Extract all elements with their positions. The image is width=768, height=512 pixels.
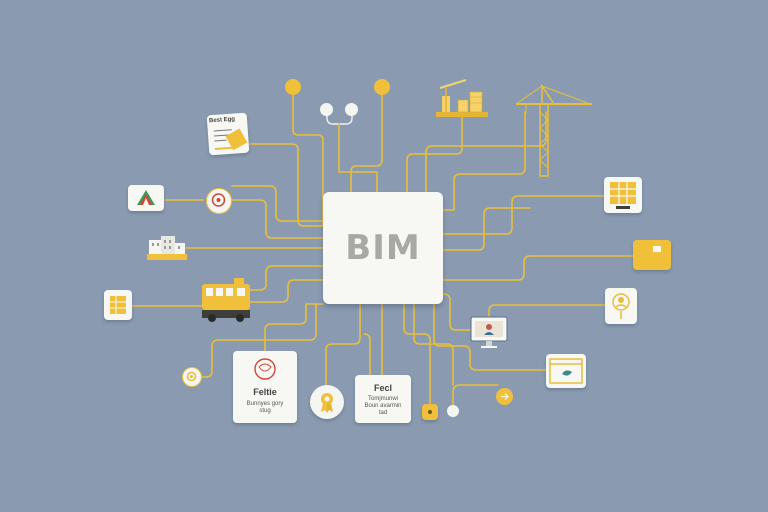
top-dot-left[interactable] bbox=[285, 79, 301, 95]
browser-window-icon bbox=[549, 358, 583, 384]
hub-label: BIM bbox=[345, 228, 421, 268]
square-dot-icon bbox=[428, 410, 432, 414]
yellow-end-node[interactable] bbox=[496, 388, 513, 405]
grid-card[interactable] bbox=[604, 177, 642, 213]
monitor-icon[interactable] bbox=[470, 316, 510, 350]
wire-crane-2 bbox=[442, 111, 526, 211]
gauge-node[interactable] bbox=[182, 367, 202, 387]
browser-card[interactable] bbox=[546, 354, 586, 388]
wire-browser bbox=[433, 303, 547, 371]
document-left-body: Bunnyes gory stug bbox=[246, 401, 284, 414]
bim-hub[interactable]: BIM bbox=[323, 192, 443, 304]
wire-truck bbox=[249, 265, 324, 291]
wire-bottom-right bbox=[413, 303, 454, 386]
wire-top-dot-2 bbox=[350, 87, 383, 193]
wire-hub-right bbox=[442, 207, 531, 251]
wire-note-card bbox=[249, 143, 324, 227]
building-icon[interactable] bbox=[147, 234, 187, 262]
coin-stack-icon[interactable] bbox=[436, 78, 492, 120]
location-node[interactable] bbox=[206, 188, 232, 214]
link-node-left[interactable] bbox=[320, 103, 333, 116]
wire-square-dot bbox=[403, 303, 431, 406]
wire-coins bbox=[406, 115, 463, 193]
truck-icon[interactable] bbox=[200, 276, 252, 324]
spreadsheet-icon bbox=[110, 296, 126, 314]
wire-doc-center-2 bbox=[363, 333, 371, 376]
wire-white-dot bbox=[452, 384, 499, 411]
crane-icon[interactable] bbox=[512, 78, 596, 178]
wire-orange-tile bbox=[442, 255, 635, 281]
person-badge-icon bbox=[612, 293, 630, 319]
wire-truck-2 bbox=[249, 279, 324, 303]
triangle-logo-icon bbox=[137, 190, 155, 205]
badge-card[interactable] bbox=[605, 288, 637, 324]
note-card[interactable]: Best Egg bbox=[206, 112, 250, 156]
wire-monitor bbox=[442, 293, 471, 331]
spreadsheet-card[interactable] bbox=[104, 290, 132, 320]
award-node[interactable] bbox=[310, 385, 344, 419]
arrow-icon bbox=[501, 393, 509, 400]
wire-doc-left bbox=[264, 303, 324, 353]
warning-card[interactable] bbox=[128, 185, 164, 211]
wire-top-center bbox=[338, 123, 378, 193]
map-pin-icon bbox=[211, 193, 226, 207]
wire-badge bbox=[488, 304, 607, 319]
wire-top-dot-1 bbox=[292, 87, 324, 227]
document-center-title: Fecl bbox=[373, 383, 392, 393]
link-node-right[interactable] bbox=[345, 103, 358, 116]
top-dot-right[interactable] bbox=[374, 79, 390, 95]
folder-tile[interactable] bbox=[633, 240, 671, 270]
document-center[interactable]: Fecl Tomjmunwi Boun avarmin tad bbox=[355, 375, 411, 423]
white-node[interactable] bbox=[447, 405, 459, 417]
small-square-node[interactable] bbox=[422, 404, 438, 420]
wire-gauge bbox=[199, 303, 317, 378]
award-icon bbox=[321, 393, 333, 413]
wire-pin bbox=[231, 199, 324, 239]
wire-crane bbox=[425, 111, 547, 193]
wire-award bbox=[325, 303, 361, 386]
wire-pin-2 bbox=[231, 185, 324, 222]
grid-icon bbox=[610, 182, 636, 209]
gauge-icon bbox=[186, 371, 197, 382]
document-left[interactable]: Feltie Bunnyes gory stug bbox=[233, 351, 297, 423]
seal-icon bbox=[254, 358, 276, 380]
document-left-title: Feltie bbox=[253, 387, 277, 397]
document-center-body: Tomjmunwi Boun avarmin tad bbox=[364, 396, 402, 416]
note-lines-icon bbox=[213, 128, 248, 151]
folder-icon bbox=[653, 246, 661, 252]
wire-grid-card bbox=[442, 195, 606, 235]
